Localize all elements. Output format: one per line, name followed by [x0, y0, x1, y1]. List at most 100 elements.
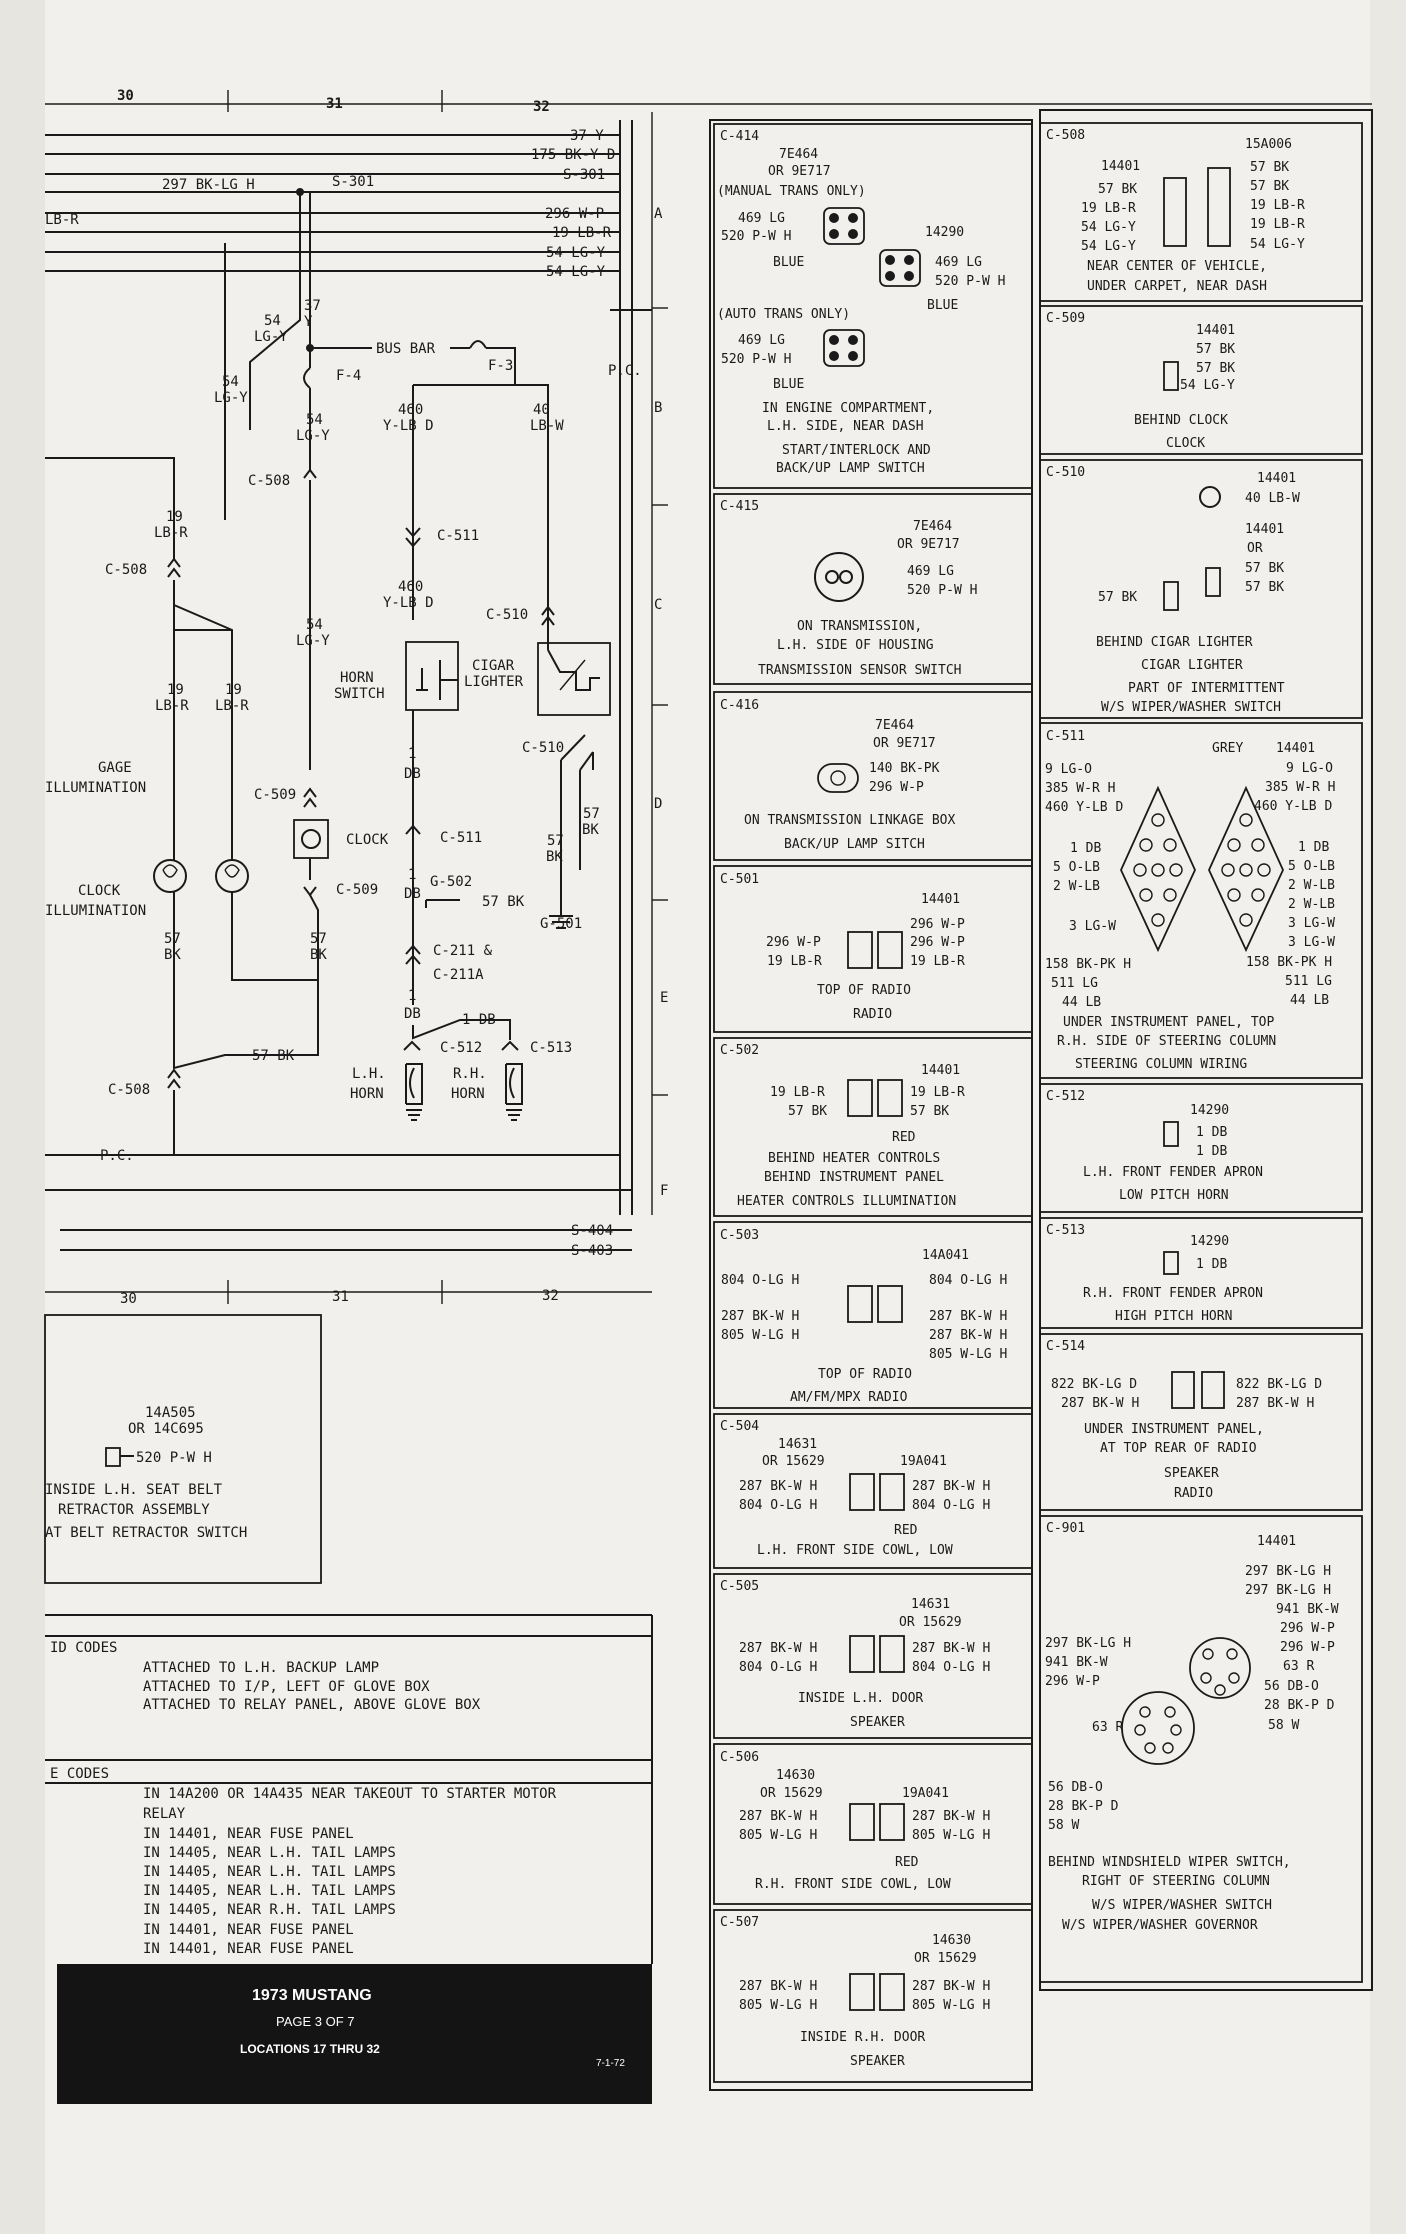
connector-column-middle: C-414 7E464 OR 9E717 (MANUAL TRANS ONLY)…: [709, 109, 1373, 2091]
c511-wire-l5: 5 O-LB: [1053, 860, 1100, 875]
fuse-f4: F-4: [336, 368, 361, 384]
wire-460-num-a: 460: [398, 402, 423, 418]
c414-wire-a3: BLUE: [773, 255, 804, 270]
c416-desc-a: ON TRANSMISSION LINKAGE BOX: [744, 813, 955, 828]
c502-wire-l1: 19 LB-R: [770, 1085, 825, 1100]
grid-col-30: 30: [117, 88, 134, 104]
c901-wire-l1: 297 BK-LG H: [1045, 1636, 1131, 1651]
c511-wire-r6: 2 W-LB: [1288, 878, 1335, 893]
c414-wire-c2: 520 P-W H: [721, 352, 791, 367]
c901-wire-r7: 56 DB-O: [1264, 1679, 1319, 1694]
c511-wire-l10: 44 LB: [1062, 995, 1101, 1010]
c505-part-b: OR 15629: [899, 1615, 962, 1630]
c502-desc-c: HEATER CONTROLS ILLUMINATION: [737, 1194, 956, 1209]
c511-desc-a: UNDER INSTRUMENT PANEL, TOP: [1063, 1015, 1274, 1030]
title-banner: 1973 MUSTANG PAGE 3 OF 7 LOCATIONS 17 TH…: [57, 1964, 652, 2104]
grid-col-31-bottom: 31: [332, 1289, 349, 1305]
wire-54-num-b: 54: [222, 374, 239, 390]
c901-wire-l4: 63 R: [1092, 1720, 1123, 1735]
c901-wire-l2: 941 BK-W: [1045, 1655, 1108, 1670]
c509-wire-r2: 57 BK: [1196, 361, 1235, 376]
c901-wire-r8: 28 BK-P D: [1264, 1698, 1335, 1713]
c415-id: C-415: [720, 499, 759, 514]
c510-desc-b: CIGAR LIGHTER: [1141, 658, 1243, 673]
bus-wire-296: 296 W-P: [545, 206, 604, 222]
c513-wire-r1: 1 DB: [1196, 1257, 1227, 1272]
c502-wire-l2: 57 BK: [788, 1104, 827, 1119]
c507-wire-r1: 287 BK-W H: [912, 1979, 990, 1994]
connector-c416: C-416 7E464 OR 9E717 140 BK-PK 296 W-P O…: [713, 691, 1033, 861]
c511-wire-r12: 44 LB: [1290, 993, 1329, 1008]
c414-part-a: 7E464: [779, 147, 818, 162]
c503-desc-b: AM/FM/MPX RADIO: [790, 1390, 908, 1405]
c512-desc-b: LOW PITCH HORN: [1119, 1188, 1229, 1203]
fuse-f3: F-3: [488, 358, 513, 374]
c506-desc: R.H. FRONT SIDE COWL, LOW: [755, 1877, 951, 1892]
c416-wire-b: 296 W-P: [869, 780, 924, 795]
c507-wire-l1: 287 BK-W H: [739, 1979, 817, 1994]
c506-part-c: 19A041: [902, 1786, 949, 1801]
c511-wire-l3: 460 Y-LB D: [1045, 800, 1123, 815]
gage-illum-label-b: ILLUMINATION: [45, 780, 146, 796]
c506-wire-r2: 805 W-LG H: [912, 1828, 990, 1843]
connector-c504: C-504 14631 OR 15629 19A041 287 BK-W H 8…: [713, 1413, 1033, 1569]
horn-rh-label-b: HORN: [451, 1086, 485, 1102]
c512-id: C-512: [1046, 1089, 1085, 1104]
clock-label: CLOCK: [346, 832, 389, 848]
c511-wire-l7: 3 LG-W: [1069, 919, 1116, 934]
c506-wire-r1: 287 BK-W H: [912, 1809, 990, 1824]
wire-1-color-a: DB: [404, 766, 421, 782]
horn-lh-label-a: L.H.: [352, 1066, 386, 1082]
c508-wire-r1: 57 BK: [1250, 160, 1289, 175]
c414-desc-a: IN ENGINE COMPARTMENT,: [762, 401, 934, 416]
c506-wire-l1: 287 BK-W H: [739, 1809, 817, 1824]
c511-wire-r7: 2 W-LB: [1288, 897, 1335, 912]
c503-desc-a: TOP OF RADIO: [818, 1367, 912, 1382]
c510-desc-d: W/S WIPER/WASHER SWITCH: [1101, 700, 1281, 715]
c514-id: C-514: [1046, 1339, 1085, 1354]
c416-part-a: 7E464: [875, 718, 914, 733]
c508-wire-l3: 54 LG-Y: [1081, 220, 1136, 235]
c507-part-a: 14630: [932, 1933, 971, 1948]
c504-wire-r1: 287 BK-W H: [912, 1479, 990, 1494]
seatbelt-desc-c: AT BELT RETRACTOR SWITCH: [45, 1525, 247, 1541]
c901-wire-r9: 58 W: [1268, 1718, 1299, 1733]
c513-desc-b: HIGH PITCH HORN: [1115, 1309, 1232, 1324]
grid-row-a: A: [654, 206, 663, 222]
c511-wire-r9: 3 LG-W: [1288, 935, 1335, 950]
page-number: PAGE 3 OF 7: [276, 2014, 355, 2029]
grid-row-c: C: [654, 597, 662, 613]
c510-desc-a: BEHIND CIGAR LIGHTER: [1096, 635, 1253, 650]
wire-pc-bottom: P.C.: [100, 1148, 134, 1164]
clock-illum-label-a: CLOCK: [78, 883, 121, 899]
connector-c511-b: C-511: [440, 830, 482, 846]
c502-wire-r2: 57 BK: [910, 1104, 949, 1119]
c509-desc-a: BEHIND CLOCK: [1134, 413, 1228, 428]
codes-heading-splice: E CODES: [50, 1766, 109, 1782]
wire-57-num-b: 57: [310, 931, 327, 947]
c511-wire-l2: 385 W-R H: [1045, 781, 1115, 796]
page-title: 1973 MUSTANG: [252, 1987, 372, 2004]
seatbelt-part-a: 14A505: [145, 1405, 196, 1421]
connector-c502: C-502 14401 19 LB-R 57 BK 19 LB-R 57 BK …: [713, 1037, 1033, 1217]
c414-part-c: 14290: [925, 225, 964, 240]
harness-bus: 37 Y 175 BK-Y D S-301 296 W-P 19 LB-R 54…: [45, 120, 652, 1259]
c512-part: 14290: [1190, 1103, 1229, 1118]
c901-desc-c: W/S WIPER/WASHER SWITCH: [1092, 1898, 1272, 1913]
gage-illum-label-a: GAGE: [98, 760, 132, 776]
bus-label-lbr: LB-R: [45, 212, 79, 228]
connector-c508: C-508 14401 15A006 57 BK 19 LB-R 54 LG-Y…: [1039, 122, 1363, 302]
seatbelt-desc-b: RETRACTOR ASSEMBLY: [58, 1502, 210, 1518]
horn-switch-label-b: SWITCH: [334, 686, 385, 702]
c901-wire-l5: 56 DB-O: [1048, 1780, 1103, 1795]
c505-desc-a: INSIDE L.H. DOOR: [798, 1691, 923, 1706]
c901-desc-b: RIGHT OF STEERING COLUMN: [1082, 1874, 1270, 1889]
c511-wire-r10: 158 BK-PK H: [1246, 955, 1332, 970]
c509-id: C-509: [1046, 311, 1085, 326]
wire-19-num-b: 19: [167, 682, 184, 698]
c511-desc-b: R.H. SIDE OF STEERING COLUMN: [1057, 1034, 1276, 1049]
c508-wire-r5: 54 LG-Y: [1250, 237, 1305, 252]
codes-heading-id: ID CODES: [50, 1640, 117, 1656]
seatbelt-desc-a: INSIDE L.H. SEAT BELT: [45, 1482, 223, 1498]
c510-wire-r3: 57 BK: [1245, 580, 1284, 595]
